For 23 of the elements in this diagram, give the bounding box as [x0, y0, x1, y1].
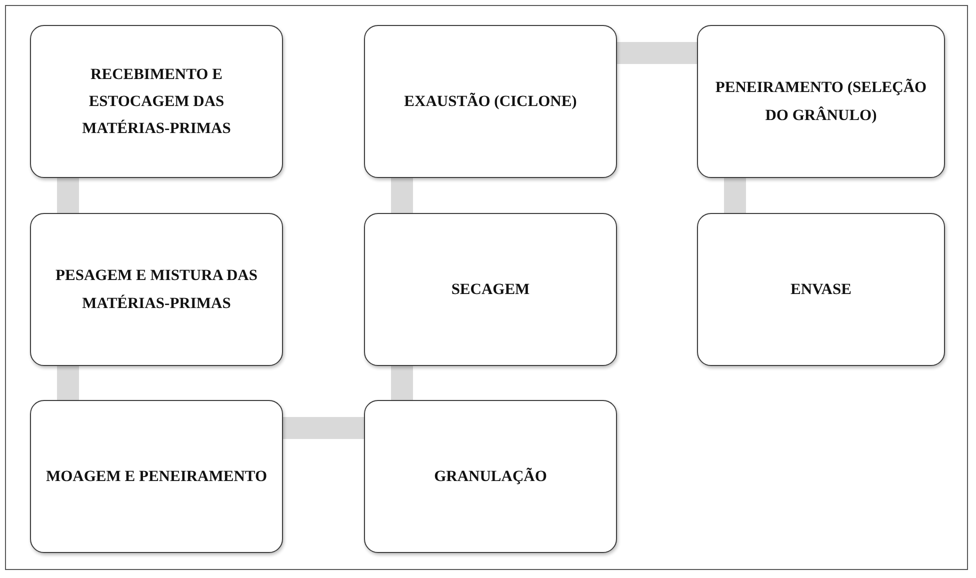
process-box [697, 25, 945, 178]
step-label: PESAGEM E MISTURA DAS MATÉRIAS-PRIMAS [54, 266, 258, 314]
connector-bar [57, 366, 79, 400]
process-box [30, 25, 283, 178]
connector-bar [391, 366, 413, 400]
process-box [30, 213, 283, 366]
step-label: GRANULAÇÃO [434, 466, 547, 487]
connector-bar [617, 42, 697, 64]
connector-bar [57, 178, 79, 213]
process-box [697, 213, 945, 366]
step-label: ENVASE [790, 280, 852, 300]
process-box [30, 400, 283, 553]
process-box [364, 213, 617, 366]
process-box [364, 25, 617, 178]
connector-bar [391, 178, 413, 213]
step-label: MOAGEM E PENEIRAMENTO [46, 466, 268, 487]
connector-bar [724, 178, 746, 213]
step-label: SECAGEM [451, 280, 530, 300]
process-box [364, 400, 617, 553]
step-label: PENEIRAMENTO (SELEÇÃO DO GRÂNULO) [714, 78, 928, 126]
step-label: RECEBIMENTO E ESTOCAGEM DAS MATÉRIAS-PRIMAS [81, 64, 232, 140]
connector-bar [283, 417, 364, 439]
step-label: EXAUSTÃO (CICLONE) [404, 92, 577, 112]
